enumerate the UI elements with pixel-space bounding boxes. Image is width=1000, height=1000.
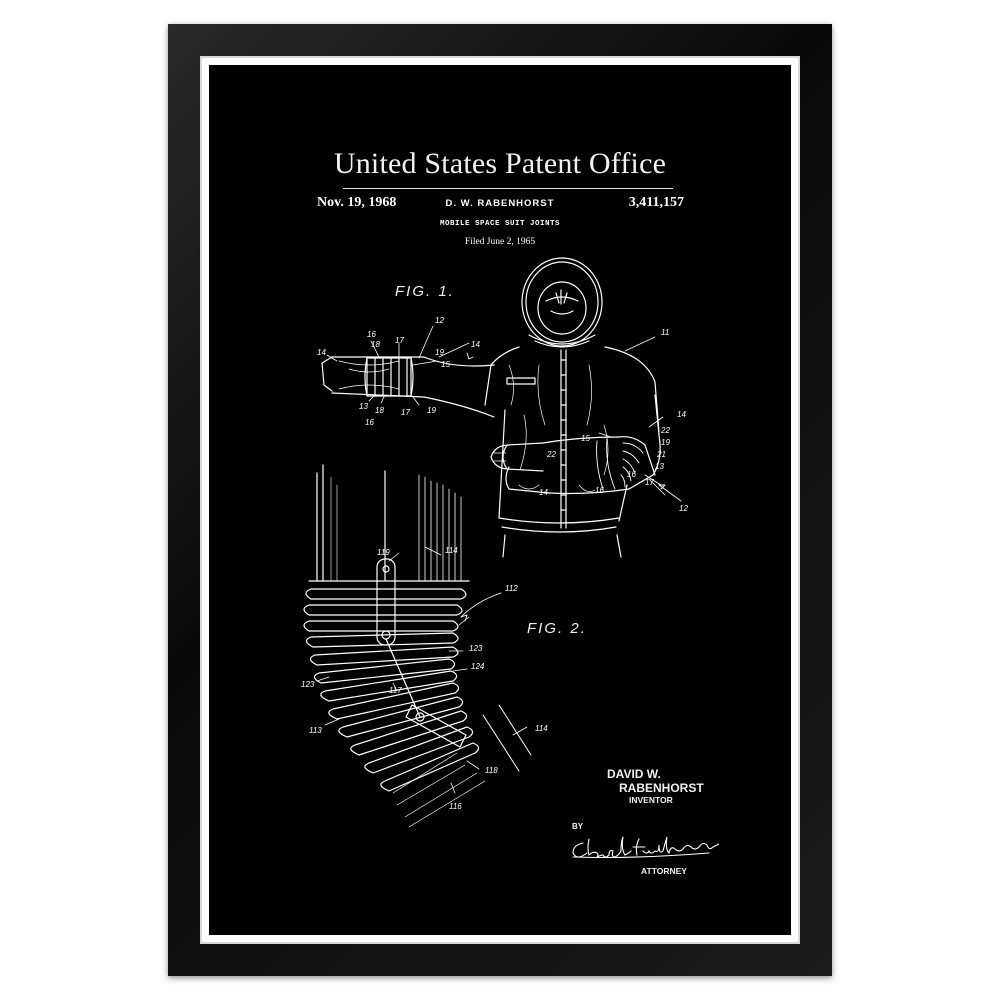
ref-12b: 12: [679, 504, 688, 513]
attorney-role: ATTORNEY: [641, 866, 687, 876]
ref-19a: 19: [435, 348, 444, 357]
ref-13a: 13: [359, 402, 368, 411]
ref-118: 118: [485, 766, 498, 775]
patent-sheet: United States Patent Office Nov. 19, 196…: [209, 65, 791, 935]
ref-17b: 17: [401, 408, 410, 417]
inventor-name-line2: RABENHORST: [619, 781, 704, 795]
ref-16a: 16: [367, 330, 376, 339]
by-label: BY: [572, 822, 584, 831]
ref-13b: 13: [655, 462, 664, 471]
inventor-name-line1: DAVID W.: [607, 767, 661, 781]
ref-12a: 12: [435, 316, 444, 325]
ref-15a: 15: [441, 360, 450, 369]
ref-21: 21: [656, 450, 666, 459]
inventor-role: INVENTOR: [629, 795, 673, 805]
patent-number: 3,411,157: [628, 195, 684, 210]
ref-14c: 14: [677, 410, 686, 419]
ref-123a: 123: [469, 644, 483, 653]
attorney-signature: [572, 836, 719, 859]
ref-123b: 123: [301, 680, 315, 689]
ref-119: 119: [377, 548, 390, 557]
ref-17c: 17: [645, 478, 654, 487]
ref-14d: 14: [539, 488, 548, 497]
ref-124: 124: [471, 662, 485, 671]
ref-114a: 114: [445, 546, 458, 555]
patent-subtitle: MOBILE SPACE SUIT JOINTS: [439, 220, 561, 228]
ref-22b: 22: [546, 450, 556, 459]
patent-office-title: United States Patent Office: [333, 147, 667, 180]
filed-date: Filed June 2, 1965: [464, 237, 536, 247]
ref-114b: 114: [535, 724, 548, 733]
ref-16c: 16: [595, 486, 604, 495]
ref-17a: 17: [395, 336, 404, 345]
bellows-joint-figure: [303, 464, 532, 828]
patent-date: Nov. 19, 1968: [317, 195, 397, 210]
title-rule: [343, 188, 673, 189]
ref-14b: 14: [471, 340, 480, 349]
ref-15b: 15: [581, 434, 590, 443]
ref-16d: 16: [627, 470, 636, 479]
ref-112: 112: [505, 584, 518, 593]
ref-18a: 18: [371, 340, 380, 349]
ref-116: 116: [449, 802, 462, 811]
inventor-line: D. W. RABENHORST: [445, 198, 555, 209]
ref-22a: 22: [660, 426, 670, 435]
fig2-label: FIG. 2.: [527, 620, 587, 637]
ref-19b: 19: [427, 406, 436, 415]
patent-drawing: 16 17 12 14 18 19 14 15 13 18 16 17 19 1…: [301, 257, 688, 828]
ref-113: 113: [309, 726, 322, 735]
ref-16b: 16: [365, 418, 374, 427]
ref-11: 11: [661, 328, 669, 337]
ref-117: 117: [389, 686, 402, 695]
ref-14a: 14: [317, 348, 326, 357]
ref-18b: 18: [375, 406, 384, 415]
astronaut-figure: [321, 257, 682, 558]
fig1-label: FIG. 1.: [395, 283, 455, 300]
ref-19c: 19: [661, 438, 670, 447]
